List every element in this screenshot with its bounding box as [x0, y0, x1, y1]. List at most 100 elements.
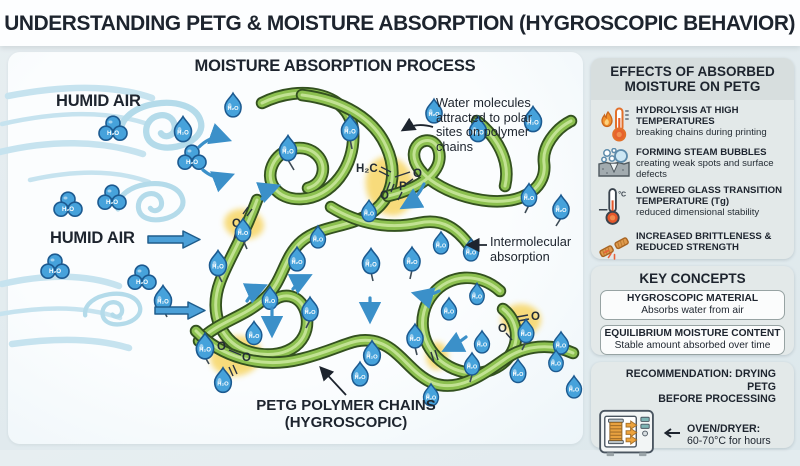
droplet-label: H₂O	[212, 265, 224, 271]
oven-dryer-settings: 60-70°C for hours	[687, 435, 771, 447]
petg-caption-line2: (HYGROSCOPIC)	[284, 414, 408, 432]
polymer-chain	[324, 200, 476, 252]
wind-streak	[0, 306, 123, 321]
water-droplet: H₂O	[245, 319, 263, 346]
water-droplet: H₂O	[432, 230, 450, 255]
diagram-heading: MOISTURE ABSORPTION PROCESS	[194, 57, 476, 75]
water-droplet: H₂O	[340, 113, 360, 142]
effect-title: INCREASED BRITTLENESS & REDUCED STRENGTH	[636, 231, 772, 253]
droplet-bond	[287, 159, 295, 171]
concept-desc: Stable amount absorbed over time	[614, 339, 771, 351]
water-droplet: H₂O	[565, 374, 583, 399]
water-droplet: H₂O	[351, 360, 369, 387]
water-droplet: H₂O	[520, 182, 538, 207]
page-title: UNDERSTANDING PETG & MOISTURE ABSORPTION…	[4, 10, 796, 35]
droplet-label: H₂O	[291, 260, 303, 266]
flame-thermometer-icon	[598, 106, 630, 142]
absorption-arrow	[201, 168, 235, 193]
water-droplet: H₂O	[440, 296, 458, 321]
water-droplet: H₂O	[463, 351, 481, 376]
polymer-chain	[189, 324, 580, 392]
droplet-label: H₂O	[217, 381, 229, 387]
water-droplet: H₂O	[509, 357, 527, 384]
leader-arrow-petg	[319, 366, 347, 396]
chem-label-o: O	[242, 352, 251, 364]
absorption-arrow	[242, 283, 268, 304]
filament-dryer-oven-icon	[597, 408, 657, 463]
wind-swirl-icon	[83, 291, 143, 327]
petg-caption-line1: PETG POLYMER CHAINS	[256, 397, 436, 414]
cluster-label: H₂O	[62, 206, 74, 213]
water-molecule-cluster: H₂O	[53, 191, 83, 218]
droplet-label: H₂O	[466, 251, 476, 257]
water-droplet: H₂O	[195, 331, 215, 360]
absorption-arrow	[441, 331, 468, 352]
wind-swirl-icon	[115, 181, 186, 223]
wind-streak	[8, 336, 133, 352]
droplet-label: H₂O	[177, 131, 189, 137]
celsius-icon-label: °C	[618, 191, 626, 199]
chem-label-h2c: H₂C	[356, 163, 378, 175]
cluster-label: H₂O	[186, 159, 198, 166]
concept-card-hygroscopic: HYGROSCOPIC MATERIAL Absorbs water from …	[600, 290, 785, 321]
chem-label-o: O	[232, 218, 241, 230]
droplet-label: H₂O	[444, 310, 454, 316]
wind-streak	[4, 84, 156, 102]
droplet-label: H₂O	[472, 295, 482, 301]
chem-label-o: O	[498, 323, 507, 335]
concept-card-equilibrium: EQUILIBRIUM MOISTURE CONTENT Stable amou…	[600, 325, 785, 356]
effect-title: FORMING STEAM BUBBLES	[636, 147, 767, 159]
droplet-label: H₂O	[477, 343, 487, 349]
water-droplet: H₂O	[361, 198, 377, 223]
droplet-label: H₂O	[344, 130, 356, 136]
chem-label-o: O	[413, 168, 422, 180]
effects-panel: EFFECTS OF ABSORBED MOISTURE ON PETG HYD…	[591, 58, 794, 262]
effect-title: HYDROLYSIS AT HIGH TEMPERATURES	[636, 105, 739, 128]
absorption-arrows	[197, 123, 468, 352]
water-droplet: H₂O	[278, 133, 298, 162]
water-droplet: H₂O	[552, 330, 570, 355]
droplet-label: H₂O	[157, 300, 169, 306]
absorption-arrow	[399, 182, 426, 210]
effect-item-brittleness: INCREASED BRITTLENESS & REDUCED STRENGTH	[598, 231, 787, 262]
title-banner: UNDERSTANDING PETG & MOISTURE ABSORPTION…	[0, 0, 800, 46]
water-molecule-cluster: H₂O	[127, 264, 157, 291]
water-droplet: H₂O	[224, 91, 242, 118]
flow-arrow	[147, 230, 201, 249]
recommendation-body: OVEN/DRYER: 60-70°C for hours	[591, 408, 794, 466]
droplet-label: H₂O	[472, 131, 484, 137]
droplet-label: H₂O	[409, 337, 421, 343]
absorption-arrow	[197, 123, 233, 149]
wind-streak	[27, 170, 152, 185]
droplet-label: H₂O	[556, 344, 566, 350]
polymer-chain	[381, 114, 578, 208]
oven-dryer-label: OVEN/DRYER:	[687, 423, 761, 435]
concept-desc: Absorbs water from air	[641, 304, 744, 316]
diagram-illustration: H₂C O P O O O O O O H₂OH₂OH₂OH₂OH₂OH₂OH₂…	[0, 84, 583, 407]
effect-item-glass-transition: °C LOWERED GLASS TRANSITION TEMPERATURE …	[598, 185, 787, 226]
droplet-bond	[469, 374, 473, 383]
annotation-leader-arrows	[319, 117, 487, 396]
droplet-label: H₂O	[428, 112, 440, 118]
chem-label-o: O	[531, 311, 540, 323]
droplet-label: H₂O	[249, 334, 260, 340]
steam-bubbles-icon	[598, 148, 630, 178]
humid-air-label-2: HUMID AIR	[50, 229, 135, 247]
polymer-chain	[416, 271, 523, 380]
wind-streak	[0, 112, 151, 127]
droplet-label: H₂O	[436, 244, 446, 250]
water-droplet: H₂O	[403, 245, 421, 272]
water-droplet: H₂O	[468, 114, 488, 143]
flow-arrow	[154, 301, 206, 320]
water-droplet: H₂O	[361, 246, 381, 275]
water-molecule-cluster: H₂O	[177, 144, 207, 171]
water-droplet: H₂O	[523, 104, 543, 133]
leader-arrow-polar	[400, 117, 434, 132]
pointer-left-arrow-icon	[662, 426, 682, 444]
effects-panel-title: EFFECTS OF ABSORBED MOISTURE ON PETG	[591, 58, 794, 101]
water-droplet: H₂O	[288, 245, 306, 272]
water-molecule-cluster: H₂O	[40, 253, 70, 280]
cluster-label: H₂O	[107, 130, 119, 137]
water-droplet: H₂O	[552, 193, 570, 220]
water-droplet: H₂O	[517, 317, 535, 344]
